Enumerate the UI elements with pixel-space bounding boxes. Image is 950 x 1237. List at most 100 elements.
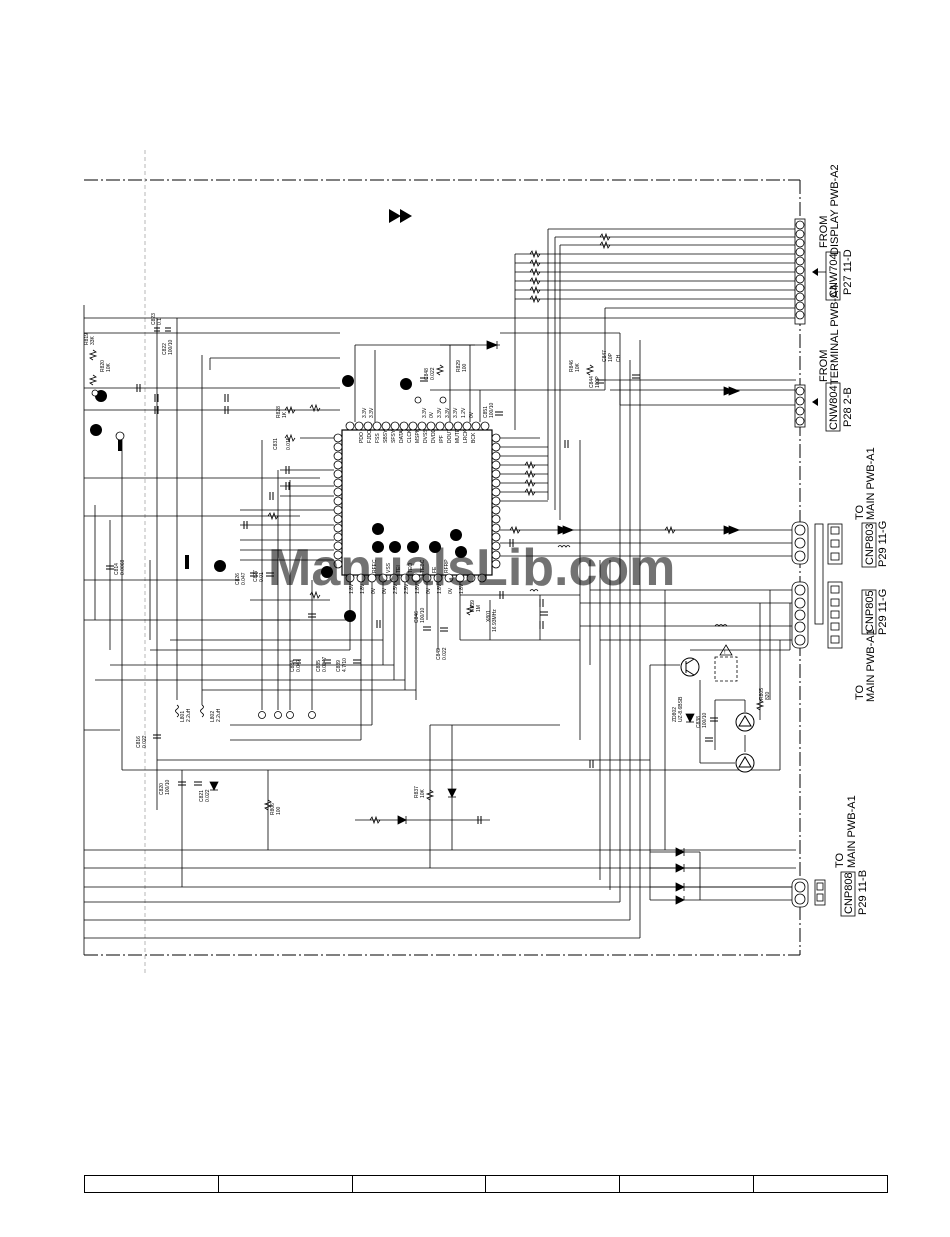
cnp808-board: MAIN PWB-A1 bbox=[846, 795, 858, 868]
fuse-box bbox=[714, 656, 738, 682]
ic-pin-top-14: BCK bbox=[471, 432, 477, 443]
footer-cell-6 bbox=[754, 1176, 887, 1192]
watermark: ManualsLib.com bbox=[268, 539, 675, 597]
c835-value: 0.0047 bbox=[322, 656, 328, 672]
transistors bbox=[680, 657, 755, 773]
inductors bbox=[175, 545, 728, 718]
c849-ref: C849 bbox=[436, 648, 442, 660]
zd802-ref: ZD802 bbox=[672, 707, 678, 722]
r828-value: 1K bbox=[282, 411, 288, 418]
ic-pin-bottom-1: VSS bbox=[386, 562, 392, 573]
voltage-bottom-9: 0V bbox=[448, 587, 454, 594]
cnp803-connector bbox=[791, 521, 843, 625]
voltage-top-4: 3.3V bbox=[437, 407, 443, 418]
cnw704-from: FROM bbox=[818, 216, 830, 248]
ic-pins-right bbox=[491, 433, 501, 569]
ic-pin-bottom-4: TEBC bbox=[420, 559, 426, 573]
warning-mark: ! bbox=[724, 650, 726, 656]
c838-ref: C838 bbox=[696, 716, 702, 728]
c844-value: 100P bbox=[595, 376, 601, 388]
cnp808-name-box bbox=[840, 871, 856, 917]
bar-left-2 bbox=[185, 555, 189, 569]
voltage-bottom-8: 1.8V bbox=[437, 583, 443, 594]
c839-ref: C839 bbox=[336, 660, 342, 672]
cnp805-connector bbox=[791, 581, 843, 649]
voltage-bottom-3: 0V bbox=[382, 587, 388, 594]
r806-ref: R806 bbox=[270, 803, 276, 815]
cnw804-arrow-icon bbox=[812, 398, 818, 406]
cnw704-ref: P27 11-D bbox=[842, 249, 854, 295]
footer-cell-3 bbox=[353, 1176, 487, 1192]
ic-pins-left bbox=[333, 433, 343, 569]
c814-ref: C814 bbox=[114, 563, 120, 575]
c851-ref: C851 bbox=[483, 406, 489, 418]
c848-ref: C848 bbox=[424, 368, 430, 380]
r839-ref: R839 bbox=[470, 600, 476, 612]
voltage-top-5: 3.3V bbox=[445, 407, 451, 418]
ic-pin-top-12: MUTE bbox=[455, 428, 461, 443]
ic-pin-top-13: LRCK bbox=[463, 429, 469, 443]
cnw804-name: CNW804 bbox=[828, 385, 840, 430]
c827-ref: C827 bbox=[253, 570, 259, 582]
x801-ref: X801 bbox=[486, 610, 492, 622]
c822-value: 100/10 bbox=[168, 339, 174, 355]
cnp803-board: MAIN PWB-A1 bbox=[865, 447, 877, 520]
c847-ref: C847 bbox=[602, 350, 608, 362]
c839-value: 4.7/10 bbox=[342, 658, 348, 672]
c844-ref: C844 bbox=[589, 376, 595, 388]
r819-ref: R819 bbox=[84, 333, 90, 345]
cnp803-name: CNP803 bbox=[864, 523, 876, 565]
r837-ref: R837 bbox=[414, 786, 420, 798]
r820-ref: R820 bbox=[100, 360, 106, 372]
ic-pin-top-9: DVDD bbox=[431, 428, 437, 443]
c821-ref: C821 bbox=[199, 790, 205, 802]
cnw704-arrow-icon bbox=[812, 268, 818, 276]
c826-value: 0.047 bbox=[241, 572, 247, 585]
ic-pin-bottom-6: RFRP bbox=[444, 559, 450, 573]
r846-ref: R846 bbox=[569, 360, 575, 372]
c831-ref: C831 bbox=[273, 438, 279, 450]
c823-ref: C823 bbox=[151, 313, 157, 325]
voltage-bottom-2: 0V bbox=[371, 587, 377, 594]
cnp803-ref: P29 11-G bbox=[877, 521, 889, 567]
main-ic: PDO FJDO FSS SBSY SFSY DATA CLCK MSPK DV… bbox=[333, 407, 501, 594]
pot-left-head bbox=[115, 431, 125, 441]
c851-value: 100/10 bbox=[489, 402, 495, 418]
board-border bbox=[84, 179, 801, 956]
cnw704-connector bbox=[794, 218, 806, 325]
l802-value: 2.2uH bbox=[216, 708, 222, 722]
r805-ref: R805 bbox=[759, 688, 765, 700]
cnw804-from: FROM bbox=[818, 350, 830, 382]
voltage-bottom-1: 1.8V bbox=[360, 583, 366, 594]
ic-pin-top-6: CLCK bbox=[407, 429, 413, 443]
continuation-arrow-icon bbox=[389, 209, 412, 223]
x801-value: 16.93MHz bbox=[492, 609, 498, 632]
wiring bbox=[84, 228, 796, 939]
r829-ref: R829 bbox=[456, 360, 462, 372]
cnp805-ref: P29 11-G bbox=[877, 589, 889, 635]
cnp808-to: TO bbox=[834, 852, 846, 868]
r828-ref: R828 bbox=[276, 406, 282, 418]
warning-icon bbox=[719, 644, 733, 656]
r819-value: 33K bbox=[90, 335, 96, 345]
ic-pins-top bbox=[345, 421, 490, 431]
c827-value: 0.01 bbox=[259, 572, 265, 582]
ic-pin-top-11: DOUT bbox=[447, 429, 453, 443]
c814-value: 0.0068 bbox=[120, 559, 126, 575]
cnp808-connector bbox=[791, 878, 826, 908]
cnp805-to: TO bbox=[854, 684, 866, 700]
ic-pin-top-10: IPF bbox=[439, 435, 445, 443]
cnw804-board: TERMINAL PWB-A4 bbox=[829, 285, 841, 385]
cnp803-to: TO bbox=[854, 504, 866, 520]
ic-pins-bottom bbox=[345, 573, 487, 583]
voltage-bottom-4: 2.5V bbox=[393, 583, 399, 594]
cnp805-name: CNP805 bbox=[864, 590, 876, 632]
ic-pin-top-3: SBSY bbox=[383, 429, 389, 443]
ic-pin-top-2: FSS bbox=[375, 433, 381, 443]
cnp805-name-box bbox=[861, 589, 877, 635]
footer-cell-2 bbox=[219, 1176, 353, 1192]
test-points bbox=[90, 375, 467, 622]
voltage-top-2: 3.3V bbox=[422, 407, 428, 418]
voltage-bottom-0: 1.8V bbox=[349, 583, 355, 594]
